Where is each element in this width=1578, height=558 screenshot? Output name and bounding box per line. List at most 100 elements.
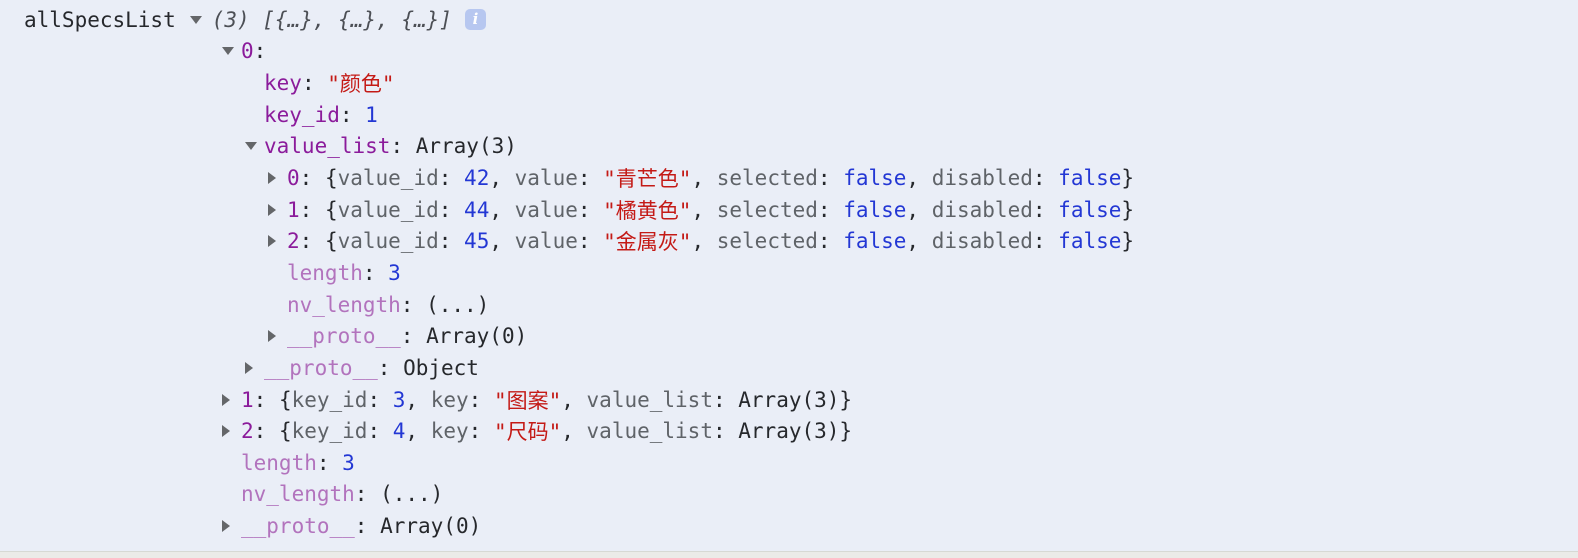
punctuation-text: Array(3)} — [738, 419, 853, 444]
tree-row[interactable]: __proto__: Object — [0, 352, 1578, 384]
punctuation-text: Array(0) — [380, 514, 482, 539]
punctuation-text: , — [691, 229, 717, 254]
punctuation-text: : — [817, 197, 844, 222]
non-enumerable-property-name: nv_length — [241, 482, 355, 507]
punctuation-text: : — [468, 419, 494, 444]
disclosure-triangle-collapsed-icon[interactable] — [222, 520, 230, 533]
disclosure-triangle-collapsed-icon[interactable] — [222, 425, 230, 438]
disclosure-triangle-collapsed-icon[interactable] — [245, 361, 253, 374]
boolean-value: false — [1058, 166, 1122, 191]
punctuation-text: : — [712, 419, 739, 444]
punctuation-text: , — [906, 197, 932, 222]
preview-property-name: value_id — [337, 229, 439, 254]
preview-property-name: value_id — [337, 166, 439, 191]
punctuation-text: : — [367, 387, 393, 412]
disclosure-triangle-collapsed-icon[interactable] — [268, 203, 276, 216]
punctuation-text: : — [1032, 197, 1059, 222]
punctuation-text: : — [390, 134, 416, 159]
preview-property-name: value — [514, 229, 578, 254]
tree-row[interactable]: 0: {value_id: 42, value: "青芒色", selected… — [0, 162, 1578, 194]
property-name: 1 — [287, 197, 300, 222]
tree-row[interactable]: __proto__: Array(0) — [0, 510, 1578, 542]
tree-row[interactable]: 1: {key_id: 3, key: "图案", value_list: Ar… — [0, 384, 1578, 416]
preview-property-name: selected — [716, 166, 818, 191]
disclosure-triangle-collapsed-icon[interactable] — [268, 172, 276, 185]
boolean-value: false — [843, 229, 907, 254]
punctuation-text: : — [354, 514, 381, 539]
punctuation-text: , — [691, 166, 717, 191]
punctuation-text: : — [354, 482, 381, 507]
punctuation-text: , — [561, 387, 587, 412]
disclosure-triangle-collapsed-icon[interactable] — [222, 393, 230, 406]
tree-row[interactable]: 1: {value_id: 44, value: "橘黄色", selected… — [0, 194, 1578, 226]
punctuation-text: : — [817, 166, 844, 191]
info-icon-glyph: i — [472, 10, 479, 29]
punctuation-text: : — [438, 197, 465, 222]
disclosure-triangle-collapsed-icon[interactable] — [268, 330, 276, 343]
non-enumerable-property-name: length — [241, 450, 317, 475]
boolean-value: false — [843, 197, 907, 222]
tree-row: length: 3 — [0, 447, 1578, 479]
punctuation-text: : — [253, 39, 267, 64]
disclosure-triangle-expanded-icon[interactable] — [189, 15, 202, 24]
punctuation-text: : { — [253, 419, 292, 444]
tree-row[interactable]: value_list: Array(3) — [0, 131, 1578, 163]
tree-row[interactable]: 0: — [0, 36, 1578, 68]
non-enumerable-property-name: __proto__ — [264, 355, 378, 380]
boolean-value: false — [1058, 229, 1122, 254]
preview-property-name: disabled — [931, 229, 1033, 254]
punctuation-text: , — [691, 197, 717, 222]
preview-property-name: value — [514, 197, 578, 222]
tree-row[interactable]: __proto__: Array(0) — [0, 320, 1578, 352]
string-value: "金属灰" — [603, 230, 692, 255]
punctuation-text: , — [489, 229, 515, 254]
punctuation-text: : { — [299, 229, 338, 254]
console-log-line: allSpecsList (3) [{…}, {…}, {…}] i — [0, 4, 1578, 36]
property-name: 0 — [241, 39, 254, 64]
disclosure-triangle-collapsed-icon[interactable] — [268, 235, 276, 248]
tree-row: length: 3 — [0, 257, 1578, 289]
punctuation-text: : — [301, 71, 328, 96]
tree-row: key_id: 1 — [0, 99, 1578, 131]
boolean-value: false — [843, 166, 907, 191]
punctuation-text: , — [489, 197, 515, 222]
preview-property-name: disabled — [931, 166, 1033, 191]
punctuation-text: : — [367, 419, 393, 444]
property-name: 0 — [287, 166, 300, 191]
punctuation-text: : — [438, 166, 465, 191]
punctuation-text: : { — [299, 166, 338, 191]
property-name: 1 — [241, 387, 254, 412]
property-name: value_list — [264, 134, 391, 159]
punctuation-text: , — [906, 166, 932, 191]
disclosure-triangle-expanded-icon[interactable] — [245, 142, 257, 151]
non-enumerable-property-name: length — [287, 260, 363, 285]
punctuation-text: : — [1032, 229, 1059, 254]
number-value: 42 — [464, 166, 490, 191]
invoke-getter-ellipsis[interactable]: (...) — [426, 292, 490, 317]
punctuation-text: } — [1121, 166, 1135, 191]
punctuation-text: : — [1032, 166, 1059, 191]
disclosure-triangle-expanded-icon[interactable] — [222, 47, 234, 56]
boolean-value: false — [1058, 197, 1122, 222]
punctuation-text: : { — [253, 387, 292, 412]
tree-row[interactable]: 2: {value_id: 45, value: "金属灰", selected… — [0, 225, 1578, 257]
number-value: 1 — [365, 102, 378, 127]
preview-property-name: disabled — [931, 197, 1033, 222]
info-icon[interactable]: i — [464, 9, 486, 31]
console-output: allSpecsList (3) [{…}, {…}, {…}] i 0:key… — [0, 4, 1578, 542]
string-value: "青芒色" — [603, 167, 692, 192]
non-enumerable-property-name: nv_length — [287, 292, 401, 317]
punctuation-text: Array(0) — [426, 324, 528, 349]
punctuation-text: } — [1121, 229, 1135, 254]
punctuation-text: : { — [299, 197, 338, 222]
punctuation-text: Object — [403, 355, 479, 380]
punctuation-text: , — [561, 419, 587, 444]
preview-property-name: value_list — [586, 387, 713, 412]
array-preview: (3) [{…}, {…}, {…}] — [211, 7, 452, 32]
property-name: key — [264, 71, 302, 96]
invoke-getter-ellipsis[interactable]: (...) — [380, 482, 444, 507]
punctuation-text: : — [577, 166, 604, 191]
tree-row[interactable]: 2: {key_id: 4, key: "尺码", value_list: Ar… — [0, 415, 1578, 447]
string-value: "尺码" — [493, 420, 562, 445]
